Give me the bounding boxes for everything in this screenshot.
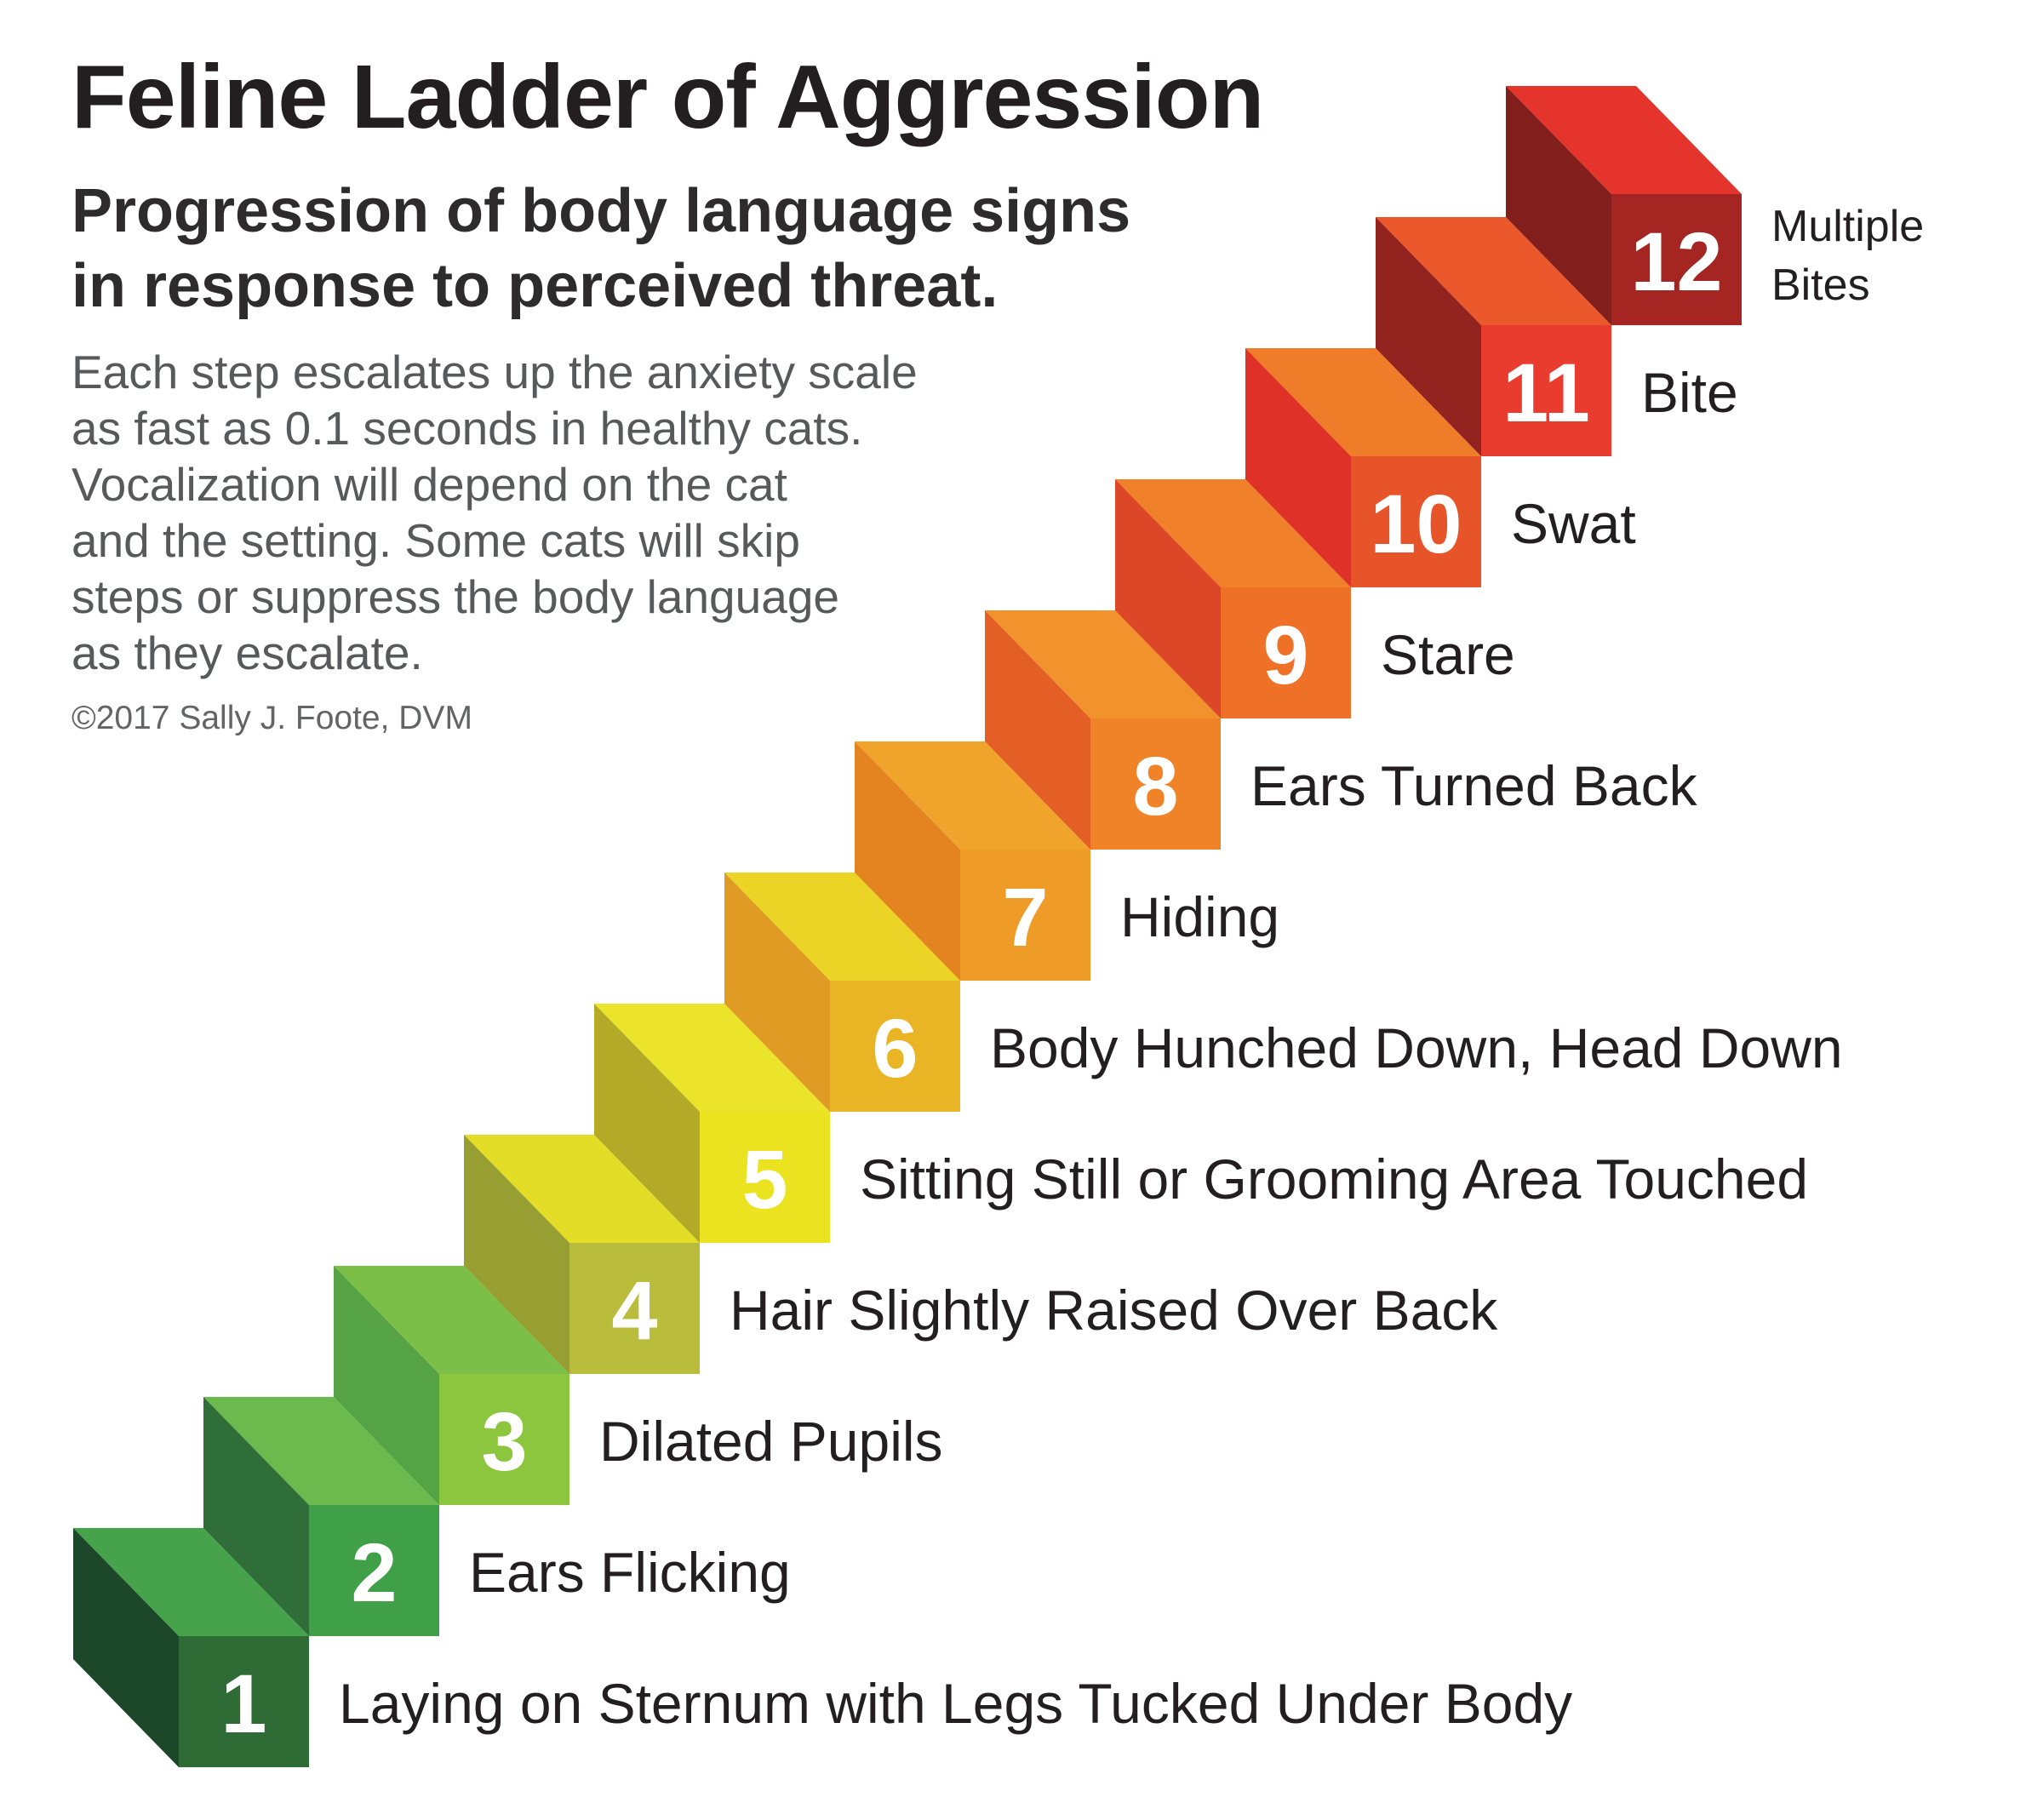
step-label-line: Multiple	[1771, 202, 1924, 251]
step-number: 1	[221, 1657, 267, 1750]
step-side-face	[464, 1135, 569, 1374]
step-front-face	[309, 1505, 439, 1636]
step-label: Dilated Pupils	[599, 1410, 943, 1473]
step-front-face	[179, 1636, 309, 1767]
step-front-face	[960, 850, 1090, 981]
step-top-face	[334, 1266, 569, 1374]
copyright-note: ©2017 Sally J. Foote, DVM	[72, 700, 472, 736]
step-front-face	[700, 1112, 830, 1243]
step-label: Hiding	[1120, 885, 1279, 948]
step-top-face	[1245, 348, 1481, 456]
step-top-face	[724, 873, 960, 981]
ladder-steps-group: 1 Laying on Sternum with Legs Tucked Unde…	[73, 86, 1924, 1767]
step-label: Hair Slightly Raised Over Back	[730, 1279, 1498, 1342]
step-top-face	[1115, 479, 1351, 587]
ladder-step: 4 Hair Slightly Raised Over Back	[464, 1135, 1498, 1374]
step-side-face	[203, 1397, 309, 1636]
step-side-face	[1376, 217, 1481, 456]
page-title: Feline Ladder of Aggression	[72, 47, 1264, 147]
ladder-step: 5 Sitting Still or Grooming Area Touched	[594, 1004, 1808, 1243]
step-front-face	[1611, 194, 1742, 325]
step-front-face	[830, 981, 960, 1112]
step-label: Laying on Sternum with Legs Tucked Under…	[339, 1672, 1572, 1735]
step-label: Swat	[1511, 492, 1636, 555]
step-number: 3	[482, 1395, 528, 1488]
ladder-step: 11 Bite	[1376, 217, 1738, 456]
step-side-face	[73, 1528, 179, 1767]
step-label: Ears Turned Back	[1250, 754, 1698, 817]
step-label-line: Bites	[1771, 260, 1870, 310]
step-label: Stare	[1381, 623, 1515, 686]
step-top-face	[855, 741, 1090, 850]
step-top-face	[1506, 86, 1742, 194]
step-top-face	[594, 1004, 830, 1112]
step-top-face	[73, 1528, 309, 1636]
step-label: Body Hunched Down, Head Down	[990, 1016, 1843, 1079]
step-front-face	[569, 1243, 700, 1374]
page-description: Each step escalates up the anxiety scale…	[72, 346, 918, 679]
step-number: 12	[1631, 215, 1723, 308]
step-top-face	[464, 1135, 700, 1243]
ladder-step: 2 Ears Flicking	[203, 1397, 791, 1636]
step-side-face	[724, 873, 830, 1112]
ladder-step: 10 Swat	[1245, 348, 1636, 587]
step-label: Bite	[1641, 361, 1738, 424]
step-label: Ears Flicking	[469, 1541, 791, 1604]
step-number: 4	[612, 1264, 658, 1357]
step-front-face	[1481, 325, 1611, 456]
step-number: 10	[1371, 478, 1462, 570]
step-side-face	[1506, 86, 1611, 325]
ladder-step: 9 Stare	[1115, 479, 1515, 718]
step-side-face	[334, 1266, 439, 1505]
step-number: 8	[1133, 740, 1179, 833]
step-side-face	[594, 1004, 700, 1243]
step-front-face	[439, 1374, 569, 1505]
ladder-step: 7 Hiding	[855, 741, 1279, 981]
page-subtitle: Progression of body language signs in re…	[72, 177, 1131, 320]
step-number: 2	[352, 1526, 398, 1619]
step-front-face	[1221, 587, 1351, 718]
step-label: Sitting Still or Grooming Area Touched	[860, 1148, 1808, 1210]
step-top-face	[985, 610, 1221, 718]
ladder-step: 1 Laying on Sternum with Legs Tucked Unde…	[73, 1528, 1572, 1767]
step-number: 7	[1003, 871, 1049, 964]
step-front-face	[1090, 718, 1221, 850]
step-top-face	[203, 1397, 439, 1505]
ladder-step: 3 Dilated Pupils	[334, 1266, 943, 1505]
step-number: 9	[1263, 609, 1309, 701]
step-top-face	[1376, 217, 1611, 325]
step-number: 5	[742, 1133, 788, 1226]
step-side-face	[1245, 348, 1351, 587]
step-side-face	[985, 610, 1090, 850]
ladder-step: 6 Body Hunched Down, Head Down	[724, 873, 1843, 1112]
ladder-step: 8 Ears Turned Back	[985, 610, 1698, 850]
step-side-face	[1115, 479, 1221, 718]
step-number: 11	[1502, 346, 1590, 439]
step-side-face	[855, 741, 960, 981]
step-front-face	[1351, 456, 1481, 587]
step-number: 6	[873, 1002, 918, 1095]
